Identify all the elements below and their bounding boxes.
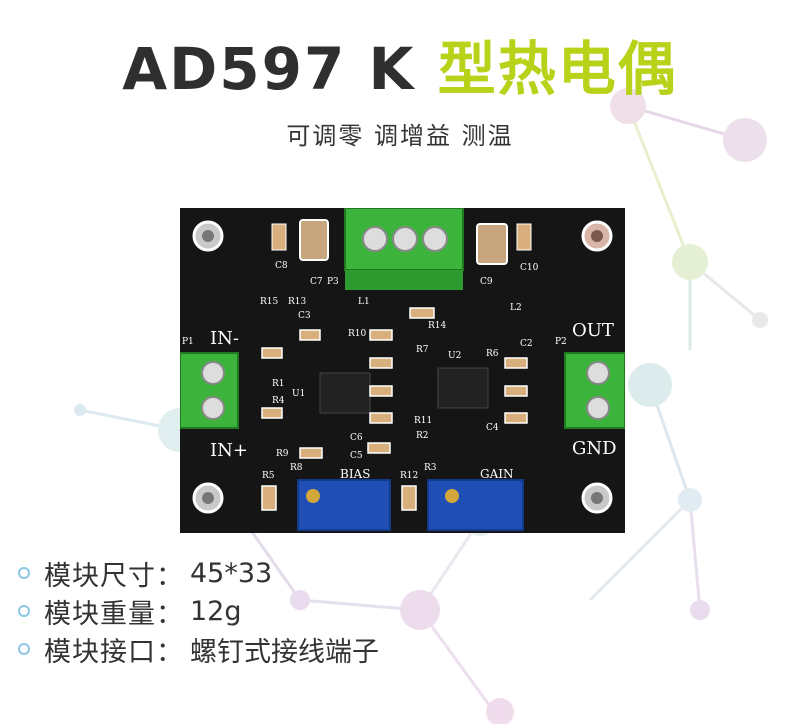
silk-p3: P3 (327, 277, 339, 287)
spec-item-interface: 模块接口： 螺钉式接线端子 (18, 630, 379, 668)
silk-c10: C10 (520, 263, 539, 273)
bullet-circle-icon (18, 567, 30, 579)
capacitors (271, 219, 532, 265)
potentiometer-gain (427, 479, 524, 531)
silk-c3: C3 (298, 311, 311, 321)
silk-l2: L2 (510, 303, 522, 313)
ic-chips (319, 367, 489, 414)
spec-value: 螺钉式接线端子 (190, 636, 379, 668)
silk-r7: R7 (416, 345, 429, 355)
silk-r11: R11 (414, 416, 432, 426)
silk-c6: C6 (350, 433, 363, 443)
silk-r3: R3 (424, 463, 437, 473)
silk-r5: R5 (262, 471, 275, 481)
silk-r9: R9 (276, 449, 289, 459)
title-main: AD597 K (122, 35, 416, 103)
spec-value: 12g (190, 595, 242, 627)
silk-u2: U2 (448, 351, 461, 361)
terminal-p3 (344, 208, 464, 290)
silk-r12: R12 (400, 471, 418, 481)
spec-item-size: 模块尺寸： 45*33 (18, 554, 379, 592)
spec-item-weight: 模块重量： 12g (18, 592, 379, 630)
silk-r4: R4 (272, 396, 285, 406)
silk-r10: R10 (348, 329, 367, 339)
silk-c5: C5 (350, 451, 363, 461)
terminal-p1 (180, 352, 239, 429)
smd-components (261, 307, 528, 511)
silk-r8: R8 (290, 463, 303, 473)
silk-c2: C2 (520, 339, 533, 349)
silk-r13: R13 (288, 297, 307, 307)
spec-label: 模块重量： (44, 598, 184, 630)
pcb-board-image: IN- IN+ OUT GND BIAS GAIN P1 P2 P3 U1 U2… (180, 208, 625, 533)
silk-out: OUT (572, 320, 614, 341)
spec-label: 模块尺寸： (44, 560, 184, 592)
silk-bias: BIAS (340, 467, 370, 481)
bullet-circle-icon (18, 643, 30, 655)
silk-r6: R6 (486, 349, 499, 359)
silk-p1: P1 (182, 337, 194, 347)
spec-list: 模块尺寸： 45*33 模块重量： 12g 模块接口： 螺钉式接线端子 (18, 554, 379, 668)
terminal-p2 (564, 352, 625, 429)
silk-l1: L1 (358, 297, 370, 307)
bullet-circle-icon (18, 605, 30, 617)
silk-p2: P2 (555, 337, 567, 347)
spec-value: 45*33 (190, 557, 273, 589)
silk-c4: C4 (486, 423, 499, 433)
subtitle: 可调零 调增益 测温 (286, 122, 514, 150)
silk-u1: U1 (292, 389, 305, 399)
silk-r2: R2 (416, 431, 429, 441)
potentiometer-bias (297, 479, 391, 531)
silk-c7: C7 (310, 277, 323, 287)
silk-in-plus: IN+ (210, 440, 248, 461)
mounting-holes (192, 220, 613, 514)
silk-gain: GAIN (480, 467, 514, 481)
page-title: AD597 K 型热电偶 (0, 22, 800, 106)
silk-gnd: GND (572, 438, 617, 459)
silk-c8: C8 (275, 261, 288, 271)
silk-r14: R14 (428, 321, 447, 331)
silk-r15: R15 (260, 297, 279, 307)
silk-in-minus: IN- (210, 328, 239, 349)
title-accent: 型热电偶 (437, 35, 678, 103)
silk-r1: R1 (272, 379, 285, 389)
spec-label: 模块接口： (44, 636, 184, 668)
silk-c9: C9 (480, 277, 493, 287)
